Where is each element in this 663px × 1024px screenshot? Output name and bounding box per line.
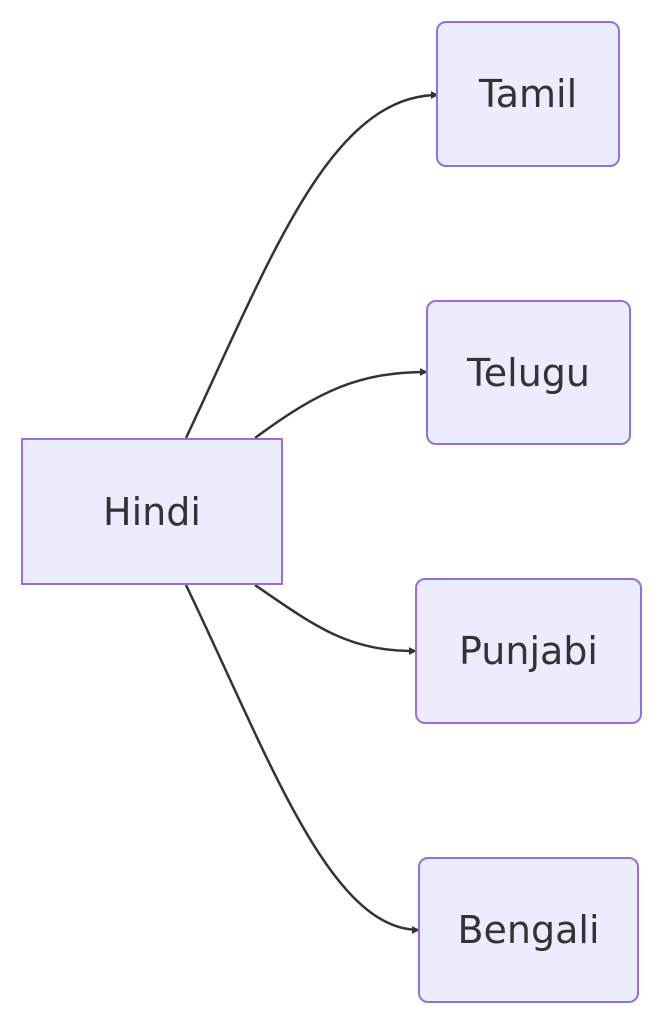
node-tamil: Tamil (436, 21, 620, 167)
node-telugu: Telugu (426, 300, 631, 445)
node-hindi: Hindi (21, 438, 283, 585)
node-punjabi: Punjabi (415, 578, 642, 724)
edge-hindi-tamil (184, 91, 439, 439)
node-punjabi-label: Punjabi (459, 629, 598, 673)
node-tamil-label: Tamil (478, 72, 578, 116)
node-bengali-label: Bengali (457, 908, 600, 952)
edge-hindi-bengali (184, 584, 420, 934)
edge-hindi-telugu (254, 368, 428, 440)
node-bengali: Bengali (418, 857, 639, 1003)
node-telugu-label: Telugu (467, 350, 590, 395)
node-hindi-label: Hindi (103, 489, 201, 534)
edge-hindi-punjabi (254, 583, 417, 655)
